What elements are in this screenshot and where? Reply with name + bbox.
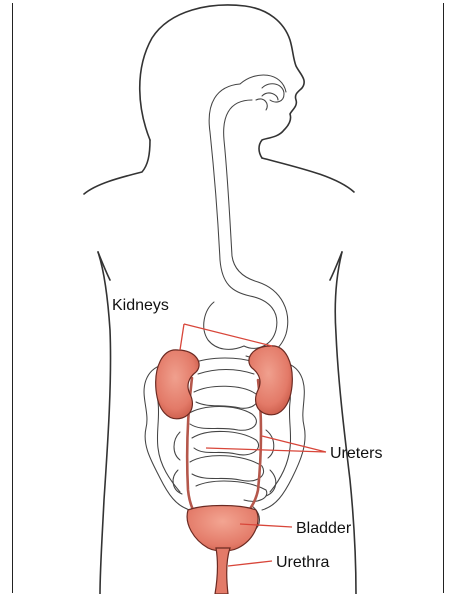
bladder-group (187, 506, 258, 594)
ureters-leader (206, 436, 326, 452)
bladder (187, 506, 258, 552)
right-underarm (330, 252, 342, 280)
left-arm-outline (98, 252, 111, 594)
urethra-leader (228, 561, 272, 566)
kidneys-leader (180, 324, 272, 350)
right-arm-outline (335, 252, 356, 594)
ureters-label: Ureters (330, 445, 382, 462)
kidneys-group (156, 346, 293, 419)
esophagus (209, 84, 277, 348)
urethra-label: Urethra (276, 554, 329, 571)
urethra (215, 548, 230, 594)
bladder-label: Bladder (296, 520, 352, 537)
left-shoulder-outline (84, 140, 150, 194)
kidneys-label: Kidneys (112, 297, 169, 314)
right-shoulder-outline (262, 158, 354, 192)
left-kidney (156, 350, 199, 419)
head-outline (140, 5, 304, 158)
ureters-group (187, 378, 261, 512)
